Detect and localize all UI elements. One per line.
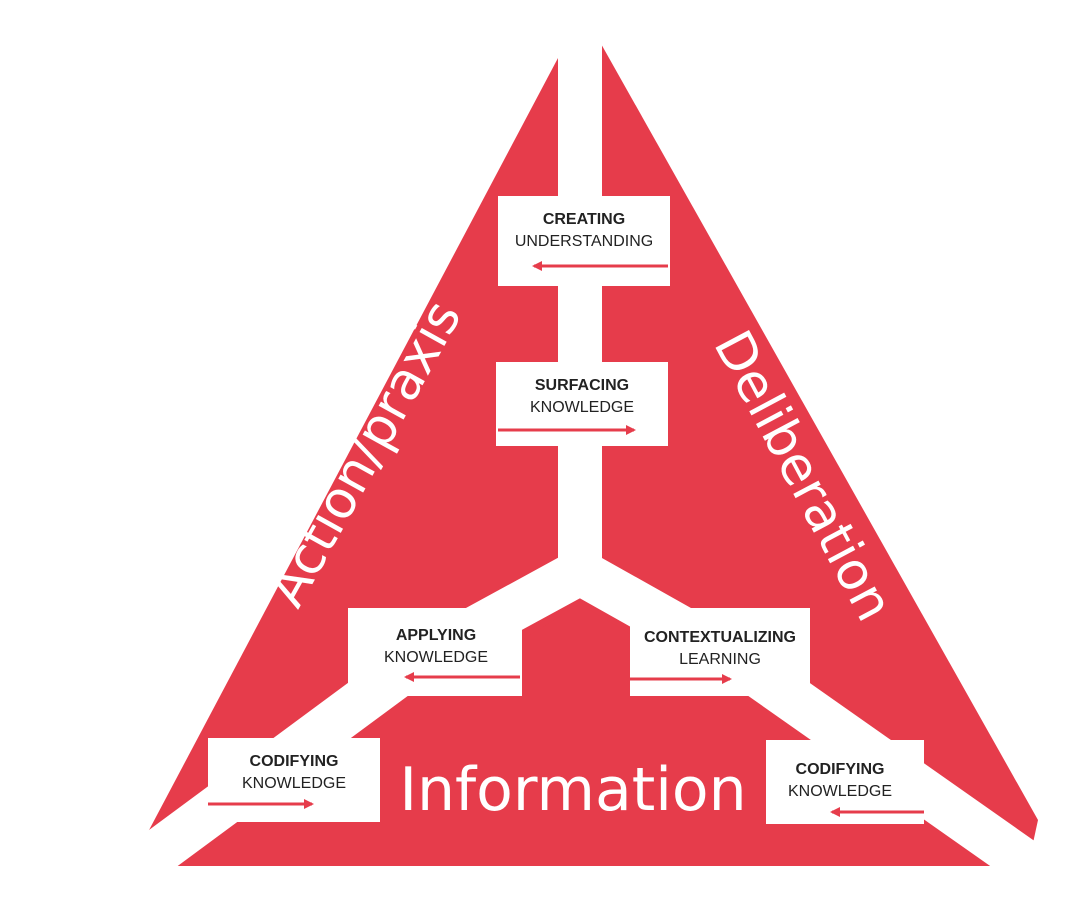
applying-knowledge-box: APPLYING KNOWLEDGE	[348, 608, 522, 696]
box-title: CREATING	[543, 211, 625, 228]
box-subtitle: KNOWLEDGE	[788, 783, 892, 800]
box-subtitle: KNOWLEDGE	[530, 399, 634, 416]
codifying-knowledge-right-box: CODIFYING KNOWLEDGE	[766, 740, 924, 824]
codifying-knowledge-left-box: CODIFYING KNOWLEDGE	[208, 738, 380, 822]
box-title: CODIFYING	[250, 753, 339, 770]
box-subtitle: UNDERSTANDING	[515, 233, 653, 250]
box-subtitle: KNOWLEDGE	[384, 649, 488, 666]
contextualizing-learning-box: CONTEXTUALIZING LEARNING	[630, 608, 810, 696]
information-label: Information	[399, 755, 746, 825]
surfacing-knowledge-box: SURFACING KNOWLEDGE	[496, 362, 668, 446]
junction-wedge	[522, 604, 640, 700]
box-title: SURFACING	[535, 377, 629, 394]
box-title: CODIFYING	[796, 761, 885, 778]
box-subtitle: LEARNING	[679, 651, 761, 668]
box-subtitle: KNOWLEDGE	[242, 775, 346, 792]
box-title: APPLYING	[396, 627, 476, 644]
box-title: CONTEXTUALIZING	[644, 629, 796, 646]
creating-understanding-box: CREATING UNDERSTANDING	[498, 196, 670, 286]
